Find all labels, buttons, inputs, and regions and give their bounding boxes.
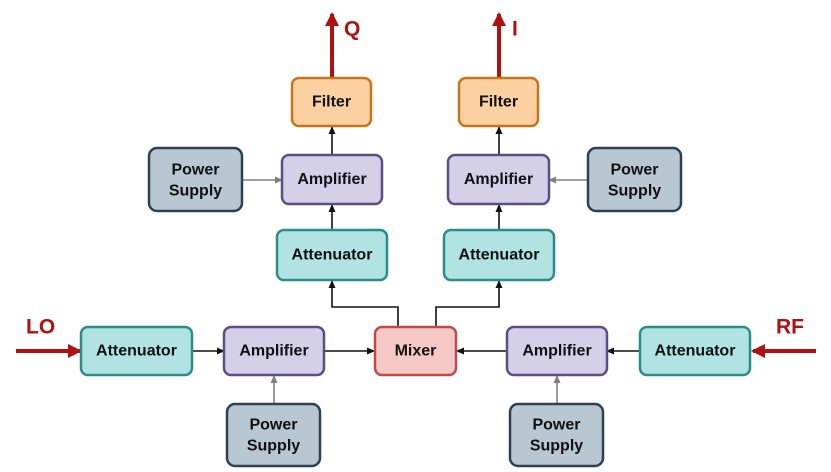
attenuator-q-block: Attenuator	[275, 228, 389, 282]
amplifier-rf-label: Amplifier	[522, 343, 591, 360]
mixer-to-att-i-arrow	[435, 280, 503, 327]
amplifier-i-block: Amplifier	[446, 153, 551, 206]
filter-i-block: Filter	[457, 76, 540, 128]
attenuator-lo-block: Attenuator	[79, 325, 194, 377]
lo-input-label: LO	[26, 316, 55, 339]
filter-i-label: Filter	[479, 94, 518, 111]
attenuator-rf-block: Attenuator	[638, 325, 752, 377]
power-supply-i-line1: Power	[610, 162, 658, 179]
power-supply-lo-line2: Supply	[247, 438, 300, 455]
power-supply-lo-block: Power Supply	[225, 402, 322, 468]
attenuator-q-label: Attenuator	[292, 247, 373, 264]
rf-input-label: RF	[776, 316, 804, 339]
amplifier-q-label: Amplifier	[297, 171, 366, 188]
attenuator-i-block: Attenuator	[442, 228, 556, 282]
amplifier-q-block: Amplifier	[280, 153, 384, 206]
mixer-block: Mixer	[373, 325, 458, 377]
mixer-to-att-q-arrow	[328, 280, 399, 327]
power-supply-rf-line2: Supply	[530, 438, 583, 455]
power-supply-lo-line1: Power	[249, 417, 297, 434]
mixer-label: Mixer	[395, 343, 437, 360]
power-supply-q-line1: Power	[171, 162, 219, 179]
amplifier-lo-label: Amplifier	[239, 343, 308, 360]
connectors	[16, 12, 816, 404]
amplifier-rf-block: Amplifier	[505, 325, 609, 377]
power-supply-i-block: Power Supply	[586, 146, 683, 213]
power-supply-i-line2: Supply	[608, 183, 661, 200]
power-supply-rf-line1: Power	[532, 417, 580, 434]
filter-q-block: Filter	[290, 76, 373, 128]
power-supply-q-line2: Supply	[169, 183, 222, 200]
q-output-label: Q	[344, 18, 360, 41]
filter-q-label: Filter	[312, 94, 351, 111]
power-supply-q-block: Power Supply	[147, 146, 244, 213]
attenuator-lo-label: Attenuator	[96, 343, 177, 360]
i-output-label: I	[512, 18, 518, 41]
attenuator-rf-label: Attenuator	[655, 343, 736, 360]
amplifier-lo-block: Amplifier	[222, 325, 326, 377]
power-supply-rf-block: Power Supply	[508, 402, 605, 468]
amplifier-i-label: Amplifier	[464, 171, 533, 188]
attenuator-i-label: Attenuator	[459, 247, 540, 264]
